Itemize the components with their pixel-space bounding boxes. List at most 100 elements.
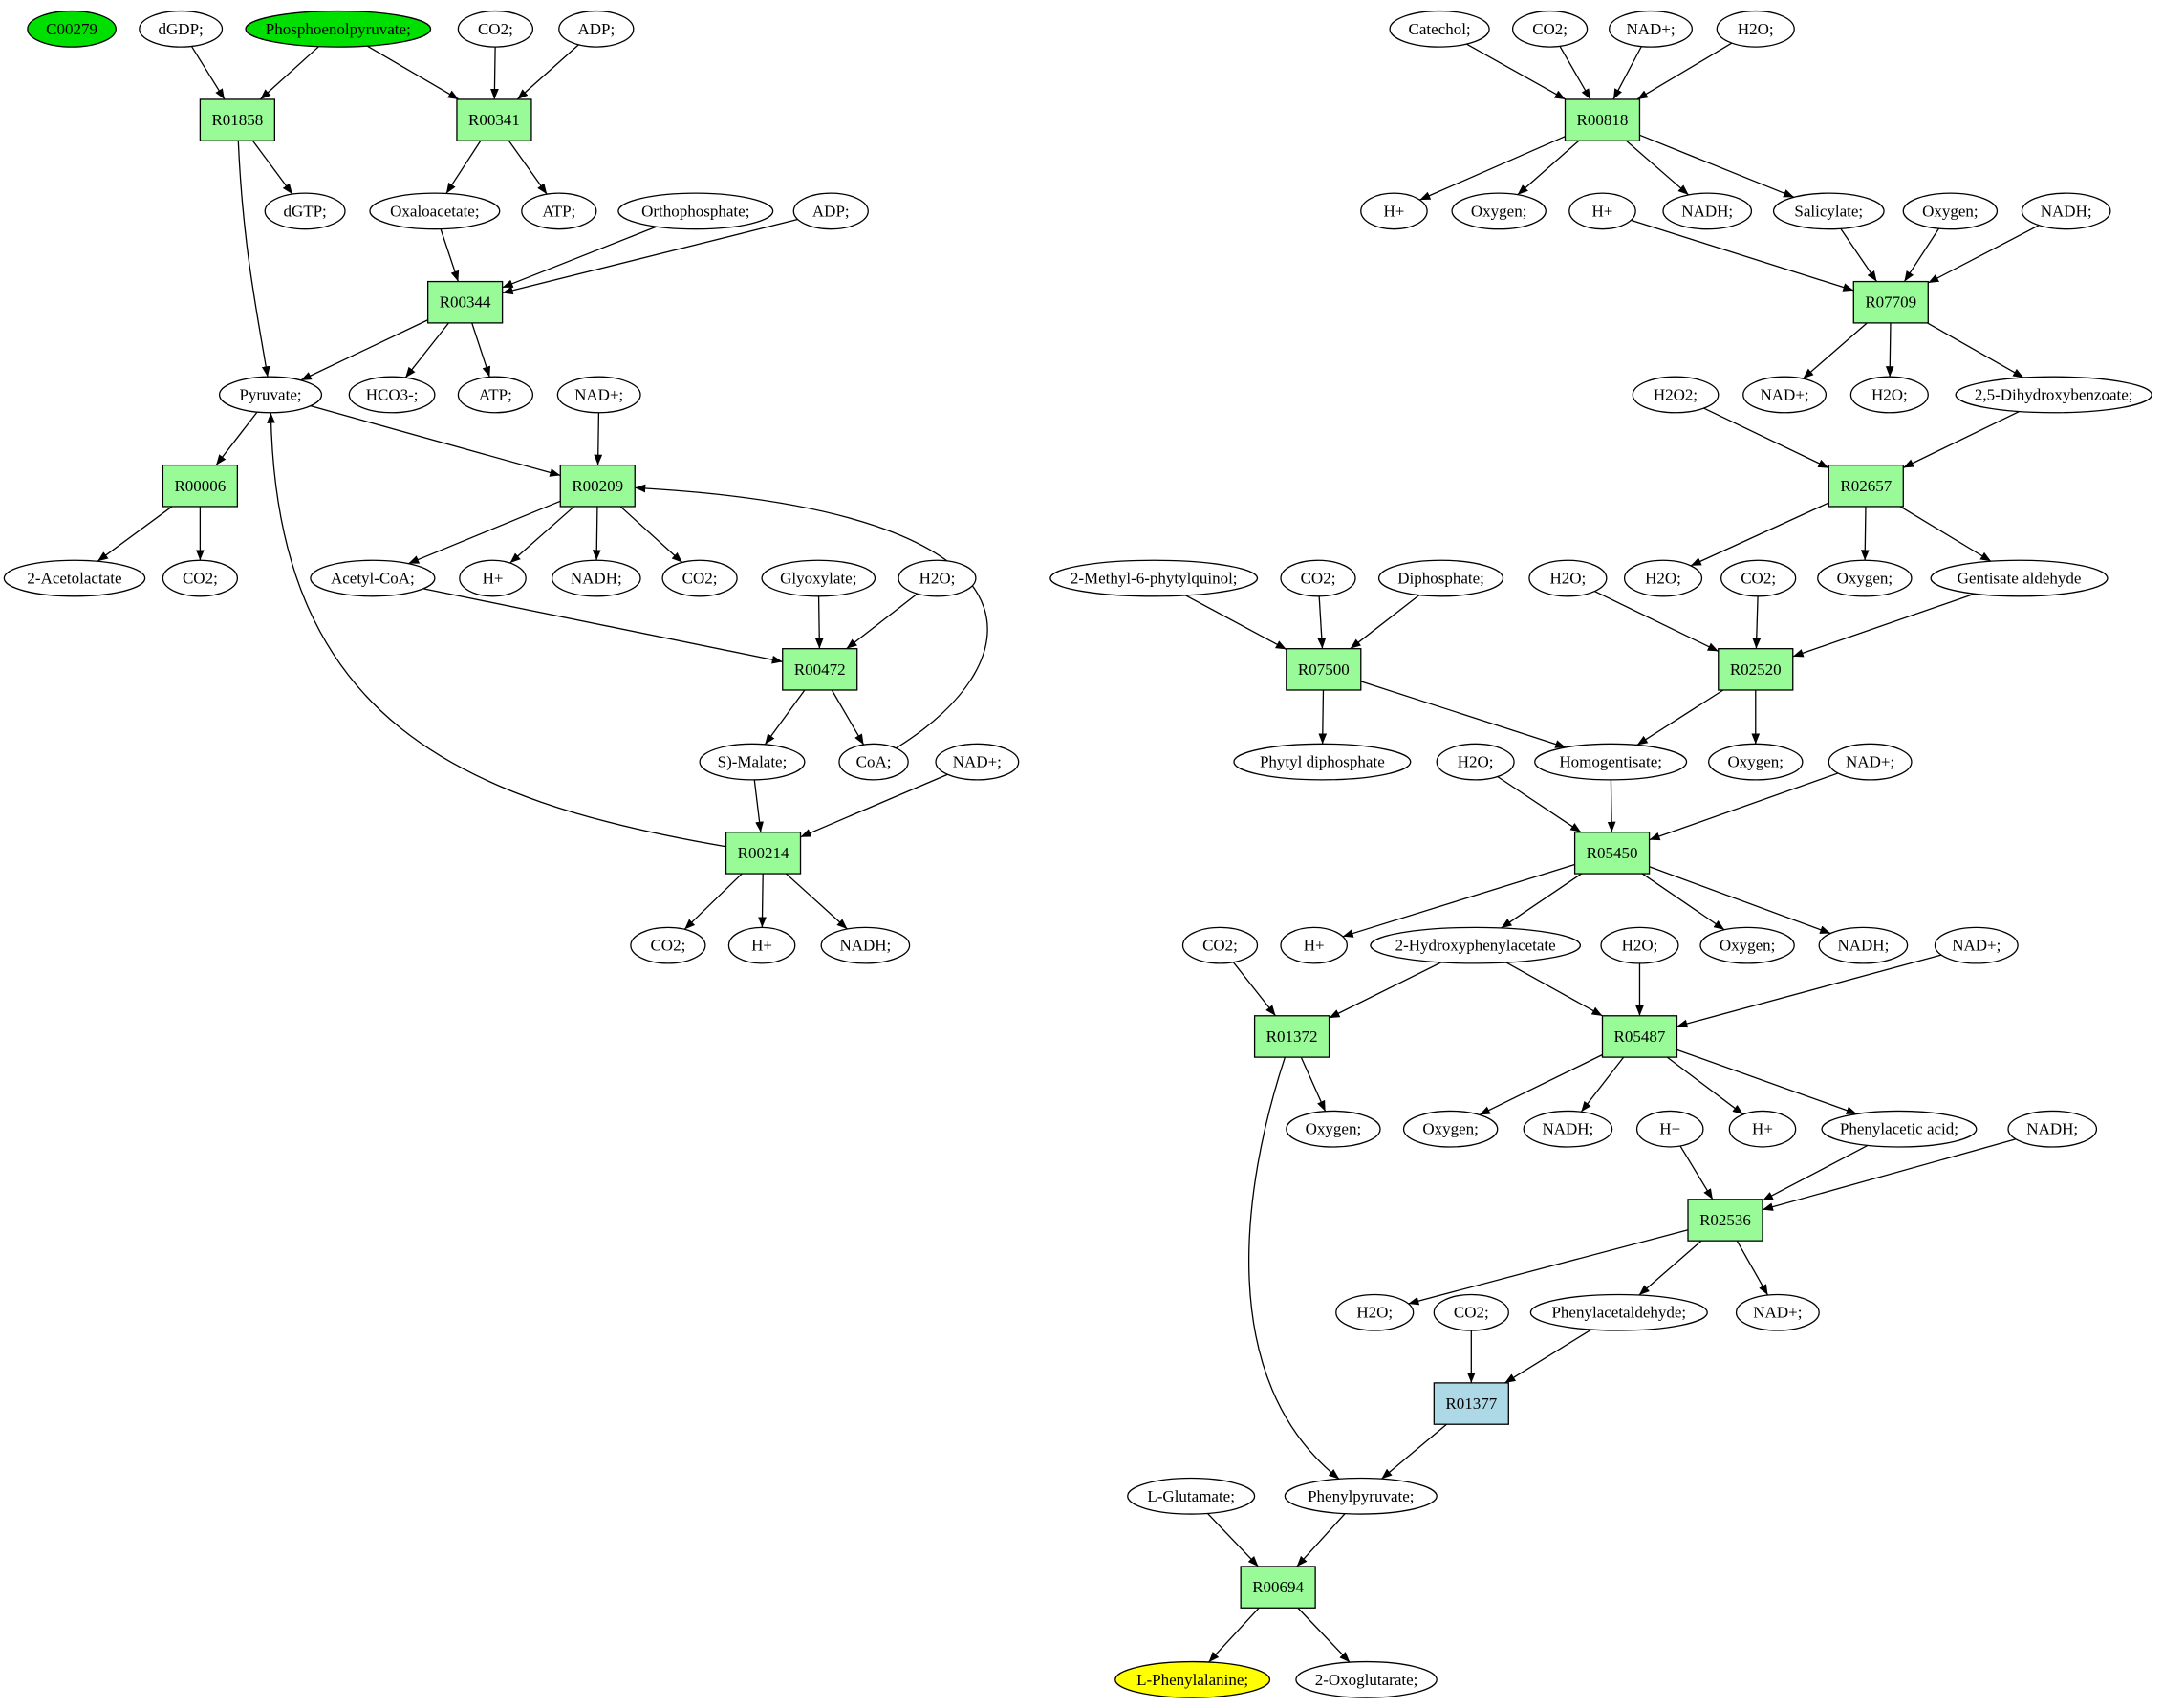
reaction-node-r00006[interactable]: R00006 xyxy=(162,464,239,508)
metabolite-node-nadh_e[interactable]: NADH; xyxy=(1818,926,1909,964)
reaction-node-r02520[interactable]: R02520 xyxy=(1718,648,1794,691)
metabolite-node-glyoxylate[interactable]: Glyoxylate; xyxy=(761,559,876,597)
metabolite-node-salicylate[interactable]: Salicylate; xyxy=(1772,192,1885,230)
metabolite-node-nadp_g[interactable]: NAD+; xyxy=(1735,1293,1820,1331)
metabolite-node-dhb[interactable]: 2,5-Dihydroxybenzoate; xyxy=(1955,376,2152,414)
metabolite-node-oxygen_c[interactable]: Oxygen; xyxy=(1817,559,1913,597)
metabolite-node-nadh_c[interactable]: NADH; xyxy=(1662,192,1753,230)
metabolite-node-hp_d[interactable]: H+ xyxy=(1568,192,1636,230)
metabolite-node-co2_e[interactable]: CO2; xyxy=(1511,10,1589,48)
reaction-node-r00818[interactable]: R00818 xyxy=(1564,98,1641,141)
metabolite-node-co2_c[interactable]: CO2; xyxy=(661,559,738,597)
reaction-node-r02536[interactable]: R02536 xyxy=(1687,1199,1763,1242)
metabolite-node-catechol[interactable]: Catechol; xyxy=(1389,10,1490,48)
metabolite-node-oxygen_b[interactable]: Oxygen; xyxy=(1902,192,1999,230)
metabolite-node-h2o_b[interactable]: H2O; xyxy=(1716,10,1795,48)
reaction-node-r01858[interactable]: R01858 xyxy=(199,98,276,141)
metabolite-node-nadp_f[interactable]: NAD+; xyxy=(1934,926,2019,964)
metabolite-node-hp_f[interactable]: H+ xyxy=(1635,1110,1704,1148)
metabolite-node-atp_b[interactable]: ATP; xyxy=(457,376,534,414)
edge-r00214-to-nadh_b xyxy=(786,873,848,930)
metabolite-node-nadp_d[interactable]: NAD+; xyxy=(1742,376,1828,414)
metabolite-node-nadh_a[interactable]: NADH; xyxy=(551,559,641,597)
reaction-node-r00694[interactable]: R00694 xyxy=(1240,1566,1316,1609)
reaction-node-r05450[interactable]: R05450 xyxy=(1573,832,1651,875)
metabolite-node-hp_b[interactable]: H+ xyxy=(727,926,796,964)
metabolite-node-nadh_f[interactable]: NADH; xyxy=(1523,1110,1613,1148)
metabolite-node-nadp_a[interactable]: NAD+; xyxy=(556,376,641,414)
reaction-node-r00344[interactable]: R00344 xyxy=(426,280,504,324)
metabolite-node-pyruvate[interactable]: Pyruvate; xyxy=(218,376,323,414)
reaction-node-r00209[interactable]: R00209 xyxy=(559,464,636,508)
metabolite-node-phenylpyruvate[interactable]: Phenylpyruvate; xyxy=(1284,1477,1438,1515)
metabolite-node-h2o_h[interactable]: H2O; xyxy=(1335,1293,1415,1331)
metabolite-node-oxygen_a[interactable]: Oxygen; xyxy=(1451,192,1547,230)
metabolite-node-paa[interactable]: Phenylacetic acid; xyxy=(1821,1110,1978,1148)
metabolite-node-gentisate[interactable]: Gentisate aldehyde xyxy=(1930,559,2109,597)
metabolite-node-orthophosphate[interactable]: Orthophosphate; xyxy=(617,192,774,230)
node-label: CO2; xyxy=(478,20,513,38)
metabolite-node-smalate[interactable]: S)-Malate; xyxy=(699,743,806,781)
metabolite-node-co2_a[interactable]: CO2; xyxy=(457,10,534,48)
metabolite-node-oxygen_d[interactable]: Oxygen; xyxy=(1708,743,1804,781)
metabolite-node-lphe[interactable]: L-Phenylalanine; xyxy=(1114,1660,1271,1698)
metabolite-node-dgtp[interactable]: dGTP; xyxy=(264,192,346,230)
metabolite-node-pep[interactable]: Phosphoenolpyruvate; xyxy=(245,10,432,48)
metabolite-node-hpa[interactable]: 2-Hydroxyphenylacetate xyxy=(1370,926,1582,964)
edge-phenylacetaldehyde-to-r01377 xyxy=(1504,1329,1592,1384)
metabolite-node-co2_b[interactable]: CO2; xyxy=(162,559,239,597)
metabolite-node-h2o2[interactable]: H2O2; xyxy=(1632,376,1720,414)
reaction-node-r02657[interactable]: R02657 xyxy=(1828,464,1904,508)
metabolite-node-nadp_b[interactable]: NAD+; xyxy=(935,743,1020,781)
metabolite-node-hp_g[interactable]: H+ xyxy=(1728,1110,1797,1148)
metabolite-node-phenylacetaldehyde[interactable]: Phenylacetaldehyde; xyxy=(1529,1293,1708,1331)
metabolite-node-co2_d[interactable]: CO2; xyxy=(630,926,706,964)
metabolite-node-nadp_e[interactable]: NAD+; xyxy=(1828,743,1913,781)
metabolite-node-acetylcoa[interactable]: Acetyl-CoA; xyxy=(310,559,436,597)
reaction-node-r07709[interactable]: R07709 xyxy=(1852,280,1929,324)
reaction-node-r05487[interactable]: R05487 xyxy=(1601,1015,1678,1058)
metabolite-node-oxygen_g[interactable]: Oxygen; xyxy=(1402,1110,1499,1148)
metabolite-node-adp_b[interactable]: ADP; xyxy=(792,192,869,230)
metabolite-node-hp_a[interactable]: H+ xyxy=(459,559,527,597)
metabolite-node-oxygen_f[interactable]: Oxygen; xyxy=(1286,1110,1381,1148)
metabolite-node-co2_h[interactable]: CO2; xyxy=(1181,926,1259,964)
metabolite-node-oxoglutarate[interactable]: 2-Oxoglutarate; xyxy=(1295,1660,1438,1698)
metabolite-node-coa[interactable]: CoA; xyxy=(838,743,909,781)
metabolite-node-adp_a[interactable]: ADP; xyxy=(558,10,635,48)
metabolite-node-oxygen_e[interactable]: Oxygen; xyxy=(1699,926,1795,964)
metabolite-node-h2o_a[interactable]: H2O; xyxy=(898,559,977,597)
metabolite-node-c00279[interactable]: C00279 xyxy=(27,10,117,48)
reaction-node-r07500[interactable]: R07500 xyxy=(1286,648,1362,691)
metabolite-node-homogentisate[interactable]: Homogentisate; xyxy=(1534,743,1688,781)
metabolite-node-acetolactate[interactable]: 2-Acetolactate xyxy=(3,559,146,597)
metabolite-node-h2o_f[interactable]: H2O; xyxy=(1436,743,1515,781)
metabolite-node-nadh_d[interactable]: NADH; xyxy=(2021,192,2111,230)
metabolite-node-hp_c[interactable]: H+ xyxy=(1360,192,1428,230)
metabolite-node-nadh_g[interactable]: NADH; xyxy=(2007,1110,2098,1148)
metabolite-node-atp_a[interactable]: ATP; xyxy=(521,192,597,230)
reaction-node-r00341[interactable]: R00341 xyxy=(456,98,532,141)
metabolite-node-co2_f[interactable]: CO2; xyxy=(1280,559,1356,597)
reaction-node-r01377[interactable]: R01377 xyxy=(1433,1382,1509,1425)
metabolite-node-phytylpp[interactable]: Phytyl diphosphate xyxy=(1233,743,1412,781)
metabolite-node-hp_e[interactable]: H+ xyxy=(1280,926,1348,964)
metabolite-node-h2o_e[interactable]: H2O; xyxy=(1623,559,1703,597)
node-label: CO2; xyxy=(1454,1304,1489,1322)
metabolite-node-diphosphate[interactable]: Diphosphate; xyxy=(1377,559,1504,597)
reaction-node-r01372[interactable]: R01372 xyxy=(1253,1015,1330,1058)
reaction-node-r00214[interactable]: R00214 xyxy=(725,832,802,875)
metabolite-node-hco3[interactable]: HCO3-; xyxy=(348,376,436,414)
metabolite-node-co2_i[interactable]: CO2; xyxy=(1433,1293,1509,1331)
metabolite-node-nadp_c[interactable]: NAD+; xyxy=(1609,10,1693,48)
metabolite-node-h2o_c[interactable]: H2O; xyxy=(1849,376,1929,414)
metabolite-node-h2o_d[interactable]: H2O; xyxy=(1528,559,1608,597)
metabolite-node-co2_g[interactable]: CO2; xyxy=(1720,559,1797,597)
metabolite-node-phytylquinol[interactable]: 2-Methyl-6-phytylquinol; xyxy=(1049,559,1259,597)
metabolite-node-h2o_g[interactable]: H2O; xyxy=(1600,926,1679,964)
reaction-node-r00472[interactable]: R00472 xyxy=(782,648,858,691)
metabolite-node-dgdp[interactable]: dGDP; xyxy=(139,10,224,48)
metabolite-node-lglutamate[interactable]: L-Glutamate; xyxy=(1127,1477,1256,1515)
metabolite-node-oxaloacetate[interactable]: Oxaloacetate; xyxy=(369,192,501,230)
metabolite-node-nadh_b[interactable]: NADH; xyxy=(820,926,911,964)
